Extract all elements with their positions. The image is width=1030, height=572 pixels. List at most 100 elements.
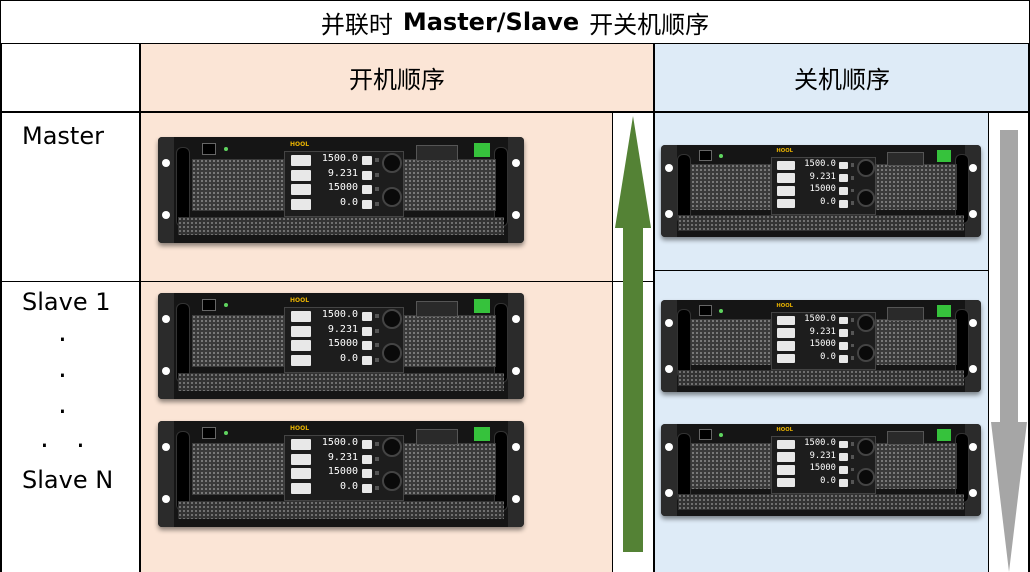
rack-ear: [661, 145, 677, 237]
title-suffix: 开关机顺序: [589, 10, 710, 39]
unit-button: [362, 156, 372, 165]
mode-button: [291, 311, 311, 322]
mode-button: [291, 340, 311, 351]
readout-value: 15000: [809, 184, 836, 195]
vent: [178, 217, 504, 235]
rack-ear: [965, 145, 981, 237]
arrow-up-icon: [615, 116, 651, 552]
master-label: Master: [22, 122, 104, 150]
handle: [494, 147, 508, 227]
handle: [676, 432, 691, 503]
mode-button: [777, 452, 795, 463]
readout-value: 0.0: [820, 476, 836, 487]
handle: [176, 431, 190, 511]
knob: [856, 343, 875, 362]
mount-hole: [162, 315, 170, 323]
unit-button: [362, 326, 372, 336]
brand-logo: HOOL: [776, 148, 794, 155]
indicator: [375, 456, 379, 461]
readout-value: 9.231: [809, 326, 836, 337]
output-diagram: [416, 429, 458, 445]
grille: [404, 443, 496, 495]
indicator: [850, 480, 855, 484]
unit-button: [839, 316, 849, 325]
mode-button: [291, 325, 311, 337]
unit-button: [362, 454, 372, 464]
output-button: [474, 427, 490, 441]
power-switch: [699, 305, 712, 316]
grille: [690, 443, 772, 489]
grid-line: [654, 270, 988, 271]
mode-button: [777, 341, 795, 351]
output-button: [937, 305, 952, 318]
grille: [192, 159, 284, 211]
mount-hole: [162, 443, 170, 451]
readout-value: 9.231: [809, 450, 836, 461]
knob: [856, 313, 875, 332]
knob: [382, 187, 402, 207]
mount-hole: [162, 495, 170, 503]
ellipsis-dot: ·: [40, 429, 49, 462]
handle: [176, 303, 190, 383]
mode-button: [291, 155, 311, 166]
handle: [954, 432, 969, 503]
unit-button: [362, 341, 372, 350]
mode-button: [777, 353, 795, 364]
power-on-header: 开机顺序: [349, 66, 445, 94]
power-switch: [699, 150, 712, 161]
mode-button: [291, 453, 311, 465]
mode-button: [777, 328, 795, 339]
knob: [856, 158, 875, 177]
title-bold: Master/Slave: [402, 8, 580, 36]
grille: [690, 164, 772, 210]
unit-button: [839, 440, 849, 449]
unit-button: [362, 440, 372, 449]
mount-hole: [162, 211, 170, 219]
rack-ear: [508, 137, 524, 243]
slave-last-label: Slave N: [22, 466, 114, 494]
mount-hole: [665, 319, 673, 328]
knob: [856, 467, 875, 486]
output-button: [474, 143, 490, 157]
indicator: [375, 471, 379, 475]
status-led: [224, 147, 228, 151]
mode-button: [777, 173, 795, 184]
mode-button: [777, 198, 795, 209]
mode-button: [291, 169, 311, 181]
power-off-header: 关机顺序: [794, 66, 890, 94]
handle: [494, 303, 508, 383]
knob: [856, 437, 875, 456]
grid-line: [0, 281, 654, 282]
readout-value: 1500.0: [321, 309, 358, 320]
mode-button: [291, 198, 311, 210]
vent: [178, 373, 504, 391]
mount-hole: [969, 319, 977, 328]
unit-button: [839, 341, 849, 350]
readout-value: 0.0: [339, 480, 358, 492]
output-diagram: [886, 306, 924, 322]
readout-value: 0.0: [339, 352, 358, 364]
indicator: [375, 485, 379, 490]
mount-hole: [162, 159, 170, 167]
grid-line: [0, 44, 2, 572]
power-switch: [699, 429, 712, 440]
handle: [676, 153, 691, 224]
readout-value: 1500.0: [804, 313, 836, 324]
unit-button: [839, 186, 849, 195]
rack-ear: [508, 293, 524, 399]
handle: [954, 153, 969, 224]
brand-logo: HOOL: [290, 425, 310, 432]
mount-hole: [969, 443, 977, 452]
indicator: [850, 343, 855, 348]
mount-hole: [512, 315, 520, 323]
vent: [678, 493, 964, 510]
brand-logo: HOOL: [290, 141, 310, 148]
mount-hole: [162, 367, 170, 375]
unit-button: [839, 453, 849, 462]
output-diagram: [416, 145, 458, 161]
rack-ear: [965, 300, 981, 392]
grid-line: [139, 44, 141, 572]
handle: [494, 431, 508, 511]
power-switch: [202, 299, 216, 311]
unit-button: [839, 174, 849, 183]
